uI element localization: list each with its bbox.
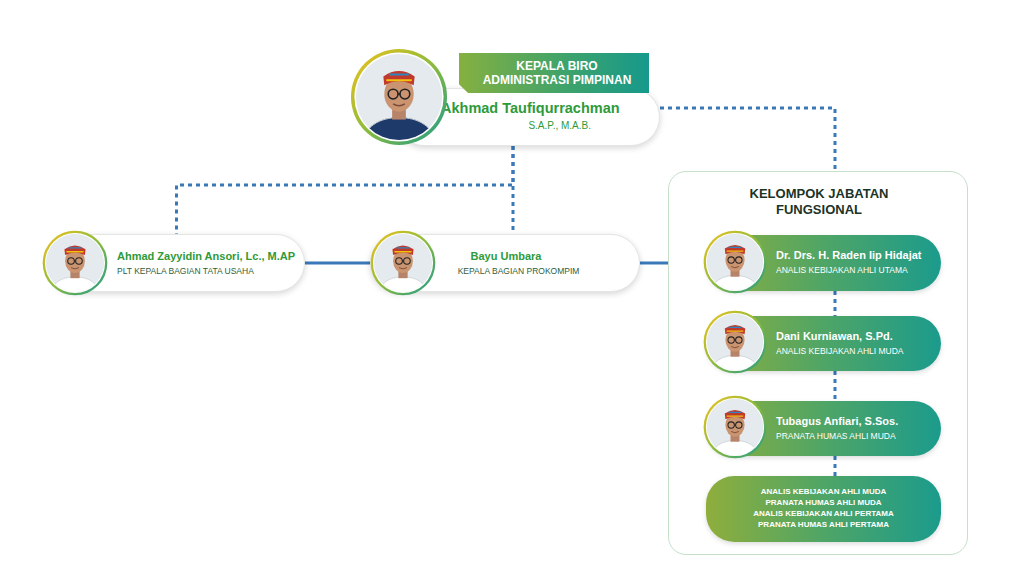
person-name: Dr. Drs. H. Raden Iip Hidajat bbox=[776, 249, 936, 262]
portrait-photo bbox=[370, 230, 436, 296]
academic-title: S.A.P., M.A.B. bbox=[441, 120, 591, 132]
position-list-item: ANALIS KEBIJAKAN AHLI MUDA bbox=[706, 487, 941, 497]
dashed-connector bbox=[177, 146, 514, 234]
person-box: Tubagus Anfiari, S.Sos. PRANATA HUMAS AHL… bbox=[706, 401, 941, 456]
job-title: ANALIS KEBIJAKAN AHLI UTAMA bbox=[776, 265, 936, 275]
job-title: PLT KEPALA BAGIAN TATA USAHA bbox=[117, 266, 303, 276]
portrait-photo bbox=[703, 395, 767, 459]
dashed-connector bbox=[834, 371, 837, 401]
job-title: KEPALA BAGIAN PROKOMPIM bbox=[441, 266, 596, 276]
solid-connector bbox=[305, 262, 370, 265]
leader-box: KEPALA BIRO ADMINISTRASI PIMPINANAkhmad … bbox=[395, 88, 660, 146]
dashed-connector bbox=[834, 291, 837, 316]
person-name: Tubagus Anfiari, S.Sos. bbox=[776, 415, 936, 428]
portrait-photo bbox=[42, 230, 108, 296]
position-list-item: ANALIS KEBIJAKAN AHLI PERTAMA bbox=[706, 509, 941, 519]
person-name: Ahmad Zayyidin Ansori, Lc., M.AP bbox=[117, 250, 303, 263]
position-ribbon: KEPALA BIRO ADMINISTRASI PIMPINAN bbox=[459, 53, 649, 93]
portrait-photo bbox=[350, 48, 448, 146]
person-box: Ahmad Zayyidin Ansori, Lc., M.AP PLT KEPA… bbox=[48, 234, 305, 292]
portrait-photo bbox=[703, 310, 767, 374]
group-title: KELOMPOK JABATAN FUNGSIONAL bbox=[744, 186, 894, 217]
portrait-photo bbox=[703, 230, 767, 294]
person-box: Dr. Drs. H. Raden Iip HidajatANALIS KEBI… bbox=[706, 235, 941, 291]
solid-connector bbox=[640, 262, 668, 265]
group-panel: KELOMPOK JABATAN FUNGSIONAL Dr. Drs. H. R… bbox=[668, 171, 968, 555]
position-list-box: ANALIS KEBIJAKAN AHLI MUDAPRANATA HUMAS … bbox=[706, 476, 941, 542]
position-list-item: PRANATA HUMAS AHLI PERTAMA bbox=[706, 520, 941, 530]
dashed-connector bbox=[834, 456, 837, 476]
person-box: Dani Kurniawan, S.Pd. ANALIS KEBIJAKAN AH… bbox=[706, 316, 941, 371]
dashed-connector bbox=[660, 108, 835, 171]
person-box: Bayu UmbaraKEPALA BAGIAN PROKOMPIM bbox=[370, 234, 640, 292]
person-name: Dani Kurniawan, S.Pd. bbox=[776, 330, 936, 343]
person-name: Akhmad Taufiqurrachman bbox=[441, 100, 656, 117]
job-title: PRANATA HUMAS AHLI MUDA bbox=[776, 431, 936, 441]
job-title: ANALIS KEBIJAKAN AHLI MUDA bbox=[776, 346, 936, 356]
person-name: Bayu Umbara bbox=[456, 250, 556, 263]
position-list-item: PRANATA HUMAS AHLI MUDA bbox=[706, 498, 941, 508]
dashed-connector bbox=[512, 146, 515, 234]
